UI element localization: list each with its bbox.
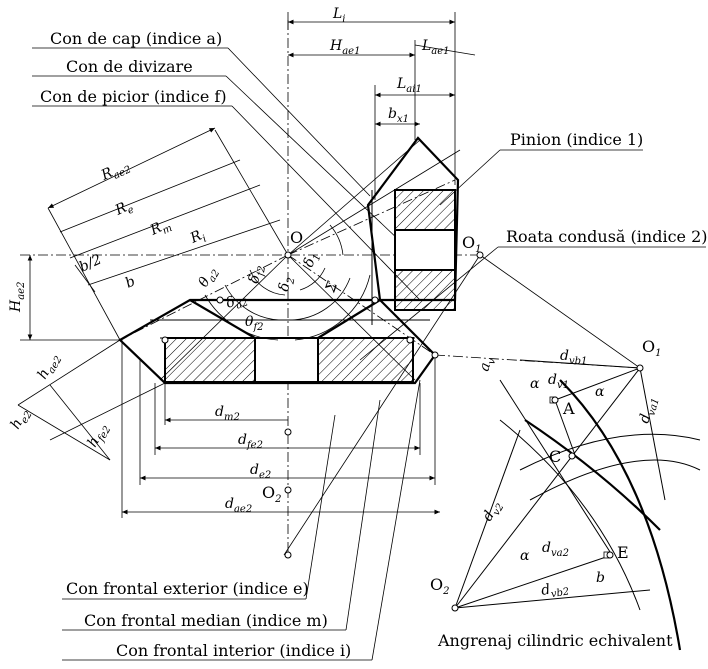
- point-O1-equivalent: O1: [642, 337, 662, 359]
- caption: Angrenaj cilindric echivalent: [437, 631, 673, 650]
- dim-label-alpha-2: α: [595, 384, 605, 400]
- dim-label-dvb1: dvb1: [560, 348, 587, 367]
- dim-label-Rae2: Rae2: [98, 157, 133, 187]
- dim-label-Hae2: Hae2: [8, 282, 27, 313]
- equivalent-gear: [454, 359, 701, 651]
- dim-label-av: av: [476, 355, 498, 374]
- wheel-gear: [118, 298, 437, 385]
- dim-label-delta-2: δ2: [276, 275, 297, 293]
- diameter-dimensions: [121, 340, 440, 518]
- top-dimensions: [287, 12, 476, 200]
- point-O: O: [290, 228, 303, 247]
- leader-label-texts: Con de cap (indice a) Con de divizare Co…: [40, 29, 708, 660]
- dim-label-dvb2: dvb2: [540, 578, 570, 601]
- dim-label-dva2: dva2: [542, 540, 569, 559]
- dim-label-dfe2: dfe2: [238, 432, 263, 451]
- pinion-gear: [366, 136, 460, 325]
- dim-label-sigma: Σ: [322, 279, 341, 295]
- leader-lines: [32, 47, 706, 661]
- dim-label-b-small: b: [596, 570, 605, 586]
- dim-label-delta-1: δ1: [301, 250, 324, 270]
- point-O2: O2: [262, 483, 282, 505]
- dim-label-Li: Li: [332, 6, 346, 25]
- dim-label-hfe2: hfe2: [85, 420, 114, 451]
- dim-label-Lae1: Lae1: [421, 38, 450, 57]
- dim-label-dv1: dv1: [548, 372, 569, 391]
- point-labels: O O1 O1 O2 O2 A C E: [262, 228, 662, 597]
- dim-label-alpha-3: α: [520, 548, 530, 564]
- dim-label-dm2: dm2: [215, 404, 240, 423]
- points: [161, 251, 644, 612]
- point-E: E: [617, 543, 629, 562]
- left-dimensions: [17, 127, 281, 461]
- dim-label-Lai1: Lai1: [396, 76, 422, 95]
- dim-label-Re: Re: [112, 197, 136, 222]
- label-frontal-exterior: Con frontal exterior (indice e): [66, 579, 309, 598]
- angle-arcs: [204, 224, 371, 341]
- point-A: A: [562, 399, 575, 418]
- dim-label-delta-a2: δa2: [224, 290, 250, 315]
- dim-label-dva1: dva1: [636, 395, 661, 426]
- dim-label-dv2: dv2: [480, 498, 507, 526]
- dim-label-theta-a2: θa2: [196, 264, 223, 291]
- dim-label-dae2: dae2: [225, 496, 252, 515]
- point-O2-equivalent: O2: [430, 575, 450, 597]
- label-pinion: Pinion (indice 1): [510, 130, 643, 149]
- label-con-divizare: Con de divizare: [66, 57, 193, 76]
- label-con-cap: Con de cap (indice a): [50, 29, 222, 48]
- dim-label-b: b: [123, 273, 138, 291]
- dim-label-alpha: α: [530, 376, 540, 392]
- dim-label-Hae1: Hae1: [329, 38, 360, 57]
- label-frontal-median: Con frontal median (indice m): [84, 611, 328, 630]
- dim-label-theta-f2: θf2: [245, 314, 264, 333]
- point-O1: O1: [462, 233, 482, 255]
- label-roata-condusa: Roata condusă (indice 2): [506, 227, 708, 246]
- dim-label-bx1: bx1: [388, 106, 409, 125]
- point-C: C: [549, 447, 561, 466]
- dim-label-de2: de2: [250, 462, 271, 481]
- label-frontal-interior: Con frontal interior (indice i): [116, 641, 351, 660]
- dim-label-Ri: Ri: [187, 226, 208, 249]
- dim-label-he2: he2: [8, 406, 35, 434]
- dim-label-delta-f2: δf2: [246, 264, 268, 286]
- label-con-picior: Con de picior (indice f): [40, 87, 227, 106]
